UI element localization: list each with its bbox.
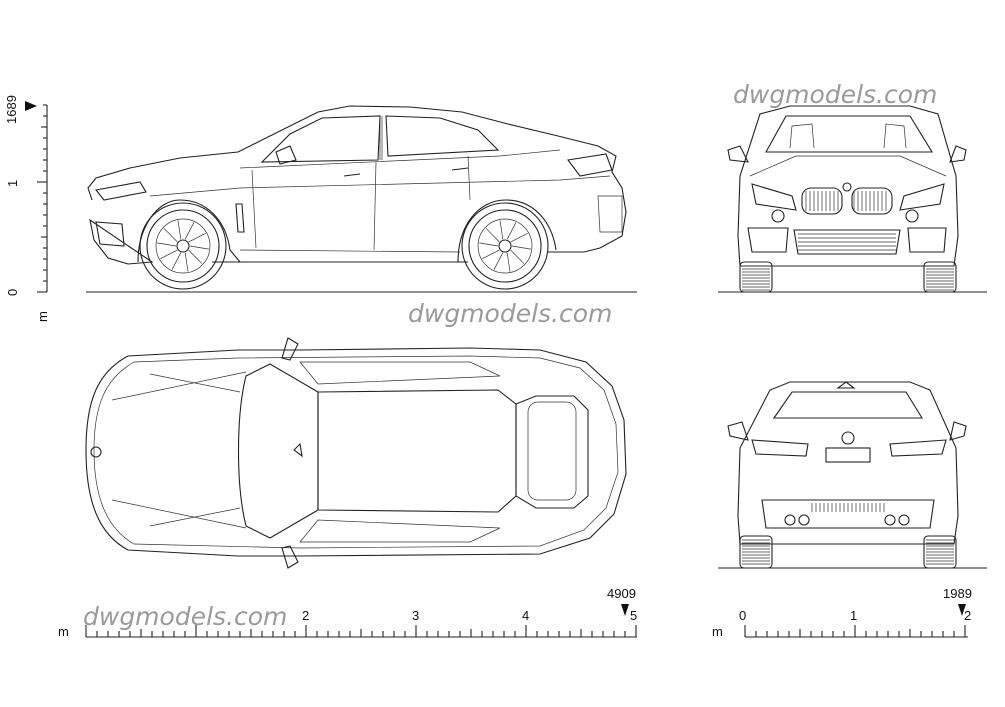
height-dimension-marker (25, 101, 37, 111)
drawing-line (189, 245, 209, 250)
drawing-line (157, 242, 177, 247)
length-dimension-marker (621, 604, 629, 616)
front-view (727, 105, 967, 293)
drawing-line (511, 245, 531, 250)
drawing-line (160, 249, 178, 259)
width-tick-label-2: 2 (964, 608, 971, 623)
drawing-line (188, 233, 206, 243)
drawing-line (510, 249, 525, 264)
length-tick-label-4: 4 (522, 608, 529, 623)
drawing-line (485, 228, 500, 243)
width-unit-label: m (712, 624, 723, 639)
drawing-line (482, 249, 500, 259)
height-scale: 1689 1 0 m (4, 95, 50, 322)
drawing-line (163, 228, 178, 243)
drawing-line (506, 252, 511, 272)
drawing-line (184, 252, 189, 272)
drawing-line (188, 249, 203, 264)
length-tick-label-5: 5 (630, 608, 637, 623)
drawing-line (499, 220, 504, 240)
drawing-line (510, 233, 528, 243)
rear-view (727, 381, 967, 569)
width-dimension-marker (958, 604, 966, 616)
height-tick-label-0: 0 (5, 289, 20, 296)
drawing-line (184, 222, 195, 240)
drawing-line (493, 252, 504, 270)
side-view (87, 105, 627, 290)
length-tick-label-3: 3 (412, 608, 419, 623)
length-scale: m 2 3 4 5 4909 (58, 586, 637, 639)
length-tick-label-2: 2 (302, 608, 309, 623)
width-tick-label-0: 0 (739, 608, 746, 623)
height-dimension-label: 1689 (4, 95, 19, 124)
length-dimension-label: 4909 (607, 586, 636, 601)
width-tick-label-1: 1 (850, 608, 857, 623)
watermark-center: dwgmodels.com (408, 299, 612, 328)
width-scale: m 0 1 2 1989 (712, 586, 972, 639)
width-dimension-label: 1989 (943, 586, 972, 601)
watermark-bottom-left: dwgmodels.com (83, 602, 287, 631)
drawing-line (171, 252, 182, 270)
length-unit-label: m (58, 624, 69, 639)
top-view (85, 337, 627, 569)
drawing-line (506, 222, 517, 240)
height-unit-label: m (35, 311, 50, 322)
drawing-line (177, 220, 182, 240)
watermark-top-right: dwgmodels.com (733, 80, 937, 109)
drawing-line (479, 242, 499, 247)
height-tick-label-1: 1 (5, 180, 20, 187)
